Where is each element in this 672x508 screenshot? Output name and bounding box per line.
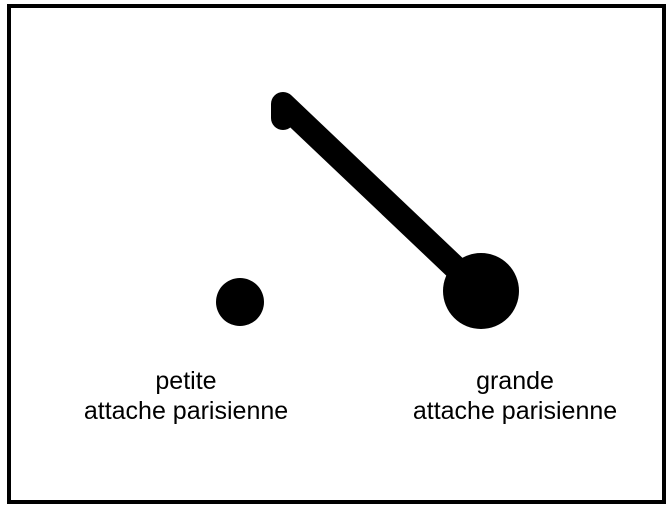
diagram-frame: [7, 4, 666, 504]
small-fastener-caption-line1: petite: [155, 367, 217, 395]
small-fastener-dot: [216, 278, 264, 326]
small-fastener-caption: petite attache parisienne: [36, 366, 336, 426]
small-fastener-caption-line2: attache parisienne: [83, 397, 289, 425]
large-fastener-head: [443, 253, 519, 329]
large-fastener-caption: grande attache parisienne: [365, 366, 665, 426]
large-fastener-leg: [271, 92, 493, 304]
large-fastener: [271, 92, 519, 329]
large-fastener-caption-line2: attache parisienne: [412, 397, 618, 425]
large-fastener-caption-line1: grande: [476, 367, 554, 395]
